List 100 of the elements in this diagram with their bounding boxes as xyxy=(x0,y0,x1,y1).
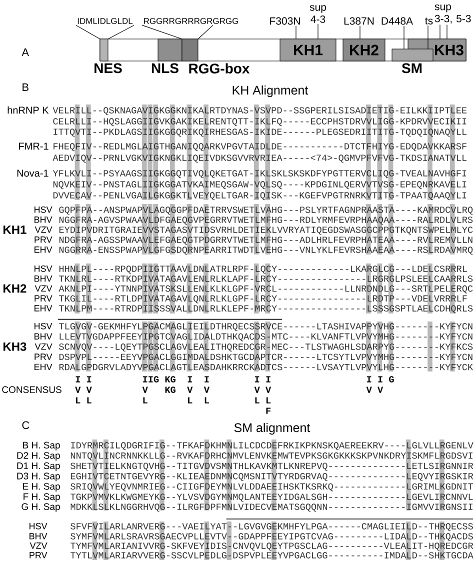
domain-box: KH1 xyxy=(280,38,336,62)
sequence-name: VZV xyxy=(34,226,52,233)
sequence-row: TKNLRL----RTKDPIVATAGAVLENLRLKLAPF-LRCY----------------LRGRGLPSLEELCAARRLS xyxy=(59,276,473,282)
consensus-residue: I xyxy=(188,376,192,382)
mutation-label: D448A xyxy=(382,17,414,25)
consensus-residue: L L xyxy=(255,397,271,404)
group-label: KH1 xyxy=(4,226,26,234)
consensus-residue: I I xyxy=(255,376,270,382)
sequence-row: NQVKEIV--PNSTAGLIIGKGGATVKAIMEQSGAW-VQLSQ----KPDGINLQERVVTVSG-EPEQNRKAVELI xyxy=(53,181,466,190)
mutation-label: ts xyxy=(425,18,433,24)
consensus-residue: V xyxy=(142,386,148,393)
sequence-name: PRV xyxy=(34,354,52,360)
sequence-row: NNTQVLINCRNNKKLLG--RVKAFDRHCNMVLENVKEMWTEVPKSGKGKKKSKPVNKDRYISKMFLRGDSVI xyxy=(70,452,472,460)
sequence-name: D3 H. Sap xyxy=(17,472,60,482)
mutation-label: L387N xyxy=(344,17,374,25)
sequence-name: D1 H. Sap xyxy=(17,462,60,471)
sequence-name: HSV xyxy=(30,522,48,530)
consensus-residue: I I xyxy=(76,376,92,382)
sequence-row: DSPVPL-----EEYVPGACLGGIMDALDSHKTGCDAPTCR------LTCSYTLVPVYMHG--------KYFYCN xyxy=(59,354,472,360)
group-label: KH3 xyxy=(4,342,26,351)
sequence-row: TYMFVMLARIANIVVRG-SKFVEYIDIS-CNVQVLQEYTPGSCLAG----------VLEALIT-HQREDCGR xyxy=(70,542,474,551)
sequence-name: EHV xyxy=(34,305,52,312)
sequence-row: IDYRMRCILQDGRIFIG--TFKAFDKHMNLILCDCDEFRKIKPKNSKQAEREEKRV----LGLVLLRGENLV xyxy=(71,442,474,450)
sequence-row: TKNLPM----RTRDPIISSSVALLDNLRLKLEPF-MRCY----------------LSSSGSPTLAELCDHQRLS xyxy=(59,305,473,314)
consensus-residue: IIG KG xyxy=(143,376,176,382)
sequence-row: TKGLIL----RTLDPIVATAGAVLQNLRLKLGPF-LRCY----------------LRDTP---VDELVRRRLF xyxy=(59,295,467,304)
node-label: RGG-box xyxy=(189,63,250,74)
sequence-row: RDALGPDGRVLADYVPGACLAGTLEASDAHKRRCKADTCS------LVSAYTLVPVYLHG--------KYFYCK xyxy=(59,364,474,370)
sequence-name: EHV xyxy=(34,364,52,370)
sequence-name: HSV xyxy=(34,322,52,330)
sequence-row: TYTLVMLARIARVVERG-SSCVLPEDLG-DSPVPLEEYVPGACLGG----------IMDALD--SHKTGCDA xyxy=(70,552,474,558)
sequence-name: VZV xyxy=(34,285,52,292)
consensus-residue: L xyxy=(188,397,192,404)
sequence-name: Nova-1 xyxy=(17,170,48,177)
sequence-name: hnRNP K xyxy=(8,106,49,114)
sequence-row: AKNLPI----YTNNPIVATSKSLLENLKLKLGPF-VRCL------------LLNRDNDLG---SRTLPELERQC xyxy=(58,285,473,294)
sequence-row: NGGFRA-AGVSPWAAVLDFGAEQGVPEGRRVTWETLMFHG---RDLYRMFEVRPHAAQAA----RALRDLVLRS xyxy=(59,216,473,225)
leader-line xyxy=(108,24,134,40)
sequence-name: D2 H. Sap xyxy=(17,452,60,461)
sequence-row: CELRLLI--HQSLAGGIIGVKGAKIKELRENTQTT-IKLFQ-----ECCPHSTDRVVLIGG-KPDRVVECIKII xyxy=(53,118,466,126)
domain-box: RGG-box xyxy=(182,38,250,74)
sequence-row: HHNLPL----RPQDPIIGTTAAVLDNLATRLRPF-LQCY-------------LKARGLCG---LDELCSRRRL xyxy=(59,266,467,274)
sequence-name: BHV xyxy=(34,275,52,282)
motif-sequence: RGGRRGRRRGRGRGG xyxy=(144,18,238,24)
sequence-row: NDGFRA-AGSSPWAAVLEFGAEQGTPDGRRVTWETLMFHG---ADLHRLFEVRPHATEAA----RVLREMVLLN xyxy=(59,236,472,245)
node-label: NES xyxy=(94,63,122,74)
leader-line xyxy=(446,24,448,40)
sequence-row: NGGRRA-ENSSPWAPVLGFGSDQRNPEARRITWDTLVEHG---VNLYKLFEVRSHAAEAA----RSLRDAVMRQ xyxy=(59,246,473,255)
consensus-residue: V V xyxy=(75,386,92,393)
consensus-residue: V xyxy=(204,386,210,393)
motif-sequence: IDMLIDLGLDL xyxy=(78,18,133,24)
sequence-name: PRV xyxy=(34,295,52,302)
mutation-label: sup 4-3 xyxy=(310,5,326,23)
sequence-name: B H. Sap xyxy=(23,442,60,450)
sequence-row: TGKPVMVKLKWGMEYKG--YLVSVDGYMNMQLANTEEYIDGALSGH--------------LGEVLIRCNNVL xyxy=(70,494,473,502)
sequence-row: SFVFVILARLANRVERG---VAEILYAT--LGVGVGEKMHFYLPGA------CMAGLIEILD--THRQECSS xyxy=(70,523,473,532)
sequence-name: FMR-1 xyxy=(19,142,48,150)
consensus-residue: V V xyxy=(254,386,272,393)
group-label: KH2 xyxy=(4,284,26,293)
sequence-name: EHV xyxy=(34,246,52,253)
sequence-name: VZV xyxy=(30,542,48,549)
panel-letter: A xyxy=(22,48,29,56)
sequence-row: EGHIVTCETNTGEVYRG--KLIEAEDNMNCQMSNITVTYRDGRVAQ--------------LEQVYIRGSKIR xyxy=(70,473,474,482)
leader-line xyxy=(142,24,182,40)
domain-box: KH2 xyxy=(342,38,386,62)
consensus-residue: L xyxy=(143,397,148,404)
sequence-row: ITTQVTI--PKDLAGSIIGKGGQRIKQIRHESGAS-IKIDE------PLEGSEDRIITITG-TQDQIQNAQYLL xyxy=(54,128,466,137)
sequence-name: HSV xyxy=(34,206,52,213)
leader-line xyxy=(76,24,100,40)
domain-box: NLS xyxy=(152,38,182,74)
consensus-residue: L L xyxy=(76,397,92,404)
section-title: SM alignment xyxy=(234,422,310,435)
row-label: CONSENSUS xyxy=(2,386,62,394)
sequence-row: SYMFVMLARLSRAVRSGAECVPLLEVTV--GDAPPFEEYIPGTCVAG---------LIDALD--THKQACDS xyxy=(70,533,473,542)
sequence-row: EYDIPVDRITGRAIEVVSTAGASVTIDSVRHLDETIEKLVVRYATIQEGDSWASGGCPPGTKQNTSWPELMLYC xyxy=(59,226,473,235)
sequence-row: VELRILL--QSKNAGAVIGKGGKNIKALRTDYNAS-VSVPD--SSGPERILSISADIETIG-EILKKIIPTLEE xyxy=(52,107,467,116)
sequence-row: GQPFPA--ANSPWAPVLAGQGGPFDAETRRVSWETLVAHG---PSLYRTFAGNPRAASTA----KAMRDCVLRQ xyxy=(59,206,473,215)
consensus-residue: L xyxy=(204,397,209,404)
sequence-row: SHETVTIELKNGTQVHG--TITGVDVSMNTHLKAVKMTLKNREPVQ--------------LETLSIRGNNIR xyxy=(70,462,474,471)
sequence-name: BHV xyxy=(34,333,52,340)
consensus-residue: KG xyxy=(165,386,176,393)
mutation-label: F303N xyxy=(270,17,300,25)
sequence-name: PRV xyxy=(30,552,48,558)
sequence-row: SRIQVWLYEQVNMRIEG--CIIGFDEYMNLVLDDAEEIHSKTKSRKQ-------------LGRIMLKGDNIT xyxy=(70,483,474,492)
sequence-row: AEDVIQV--PRNLVGKVIGKNGKLIQEIVDKSGVVRVRIEA-----<74>-QGMVPFVFVG-TKDSIANATVLL xyxy=(52,154,466,163)
domain-box: NES xyxy=(94,38,122,74)
mutation-label: sup 3-3, 5-3 xyxy=(434,4,471,24)
sequence-name: E H. Sap xyxy=(23,482,60,492)
sequence-row: MDKKLSLKLNGGRHVQG--ILRGFDPFMNLVIDECVEMATSGQQNN--------------IGMVVIRGNSII xyxy=(70,504,472,512)
sequence-row: DVVECAV--PENLVGAILGKGGKTLVEYQELTGAR-IQISK---KGEFVPGTRNRKVTITG-TPAATQAAQYLI xyxy=(53,192,466,200)
consensus-residue: I xyxy=(204,376,209,382)
leader-line xyxy=(198,24,214,40)
consensus-residue: V V xyxy=(366,386,384,393)
sequence-row: SCNVQV----LQEYTPGSCLAGVLEALITHQREDCGR-MEC---TLSTWAGHLSDARPYG--------KYFKCS xyxy=(59,344,473,352)
panel-letter: C xyxy=(22,421,30,430)
sequence-name: BHV xyxy=(30,533,48,540)
sequence-name: PRV xyxy=(34,236,52,243)
consensus-residue: I I G xyxy=(367,376,394,382)
sequence-row: YFLKVLI--PSYAAGSIIGKGGQTIVQLQKETGAT-IKLSKLSKSKDFYPGTTERVCLIQG-TVEALNAVHGFI xyxy=(52,170,466,178)
sequence-name: BHV xyxy=(34,216,52,223)
